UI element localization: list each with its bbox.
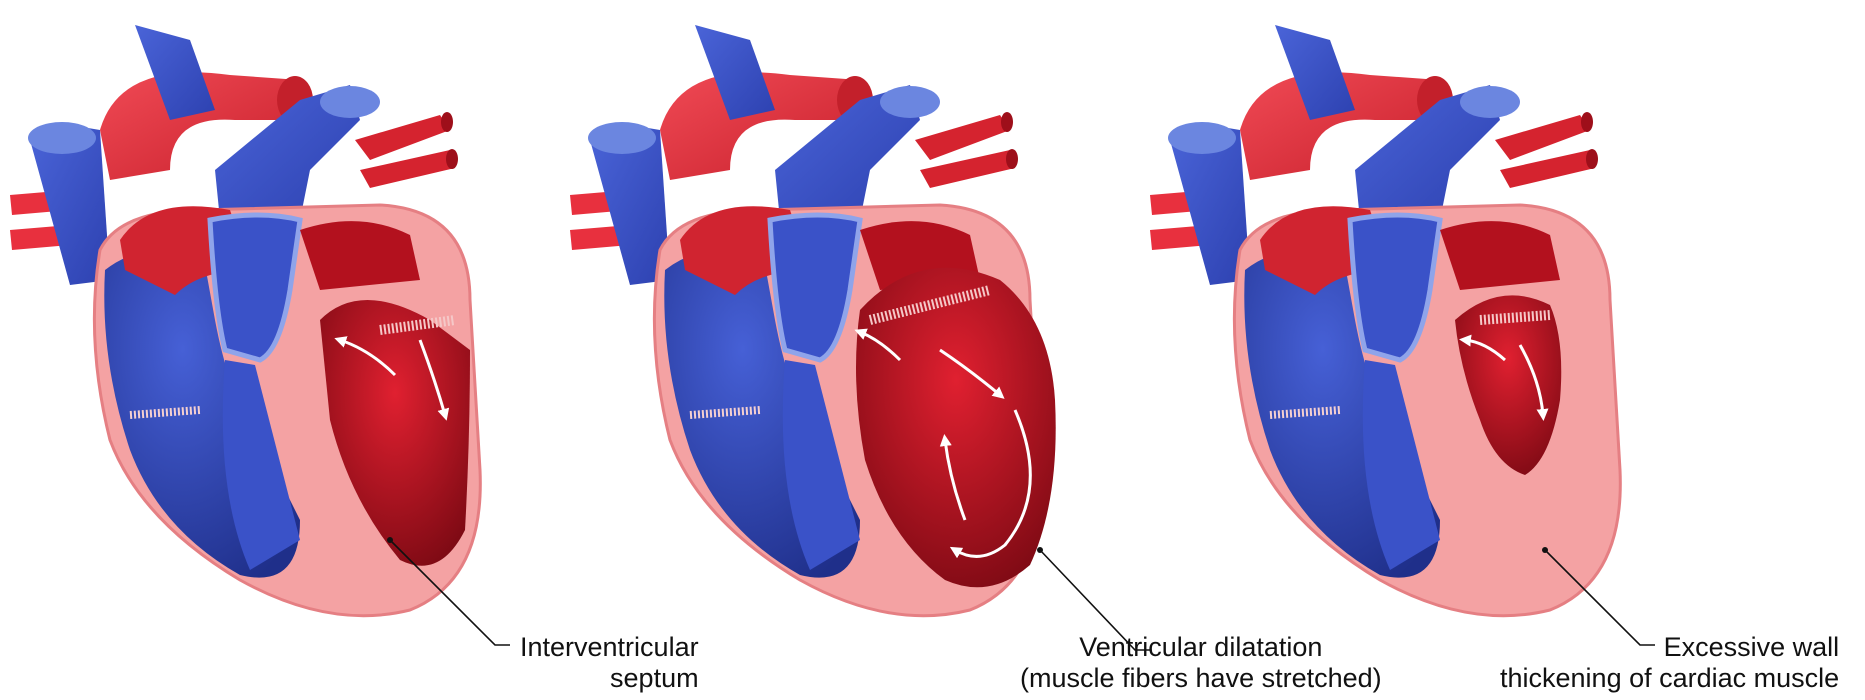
caption-wall-thickening: Excessive wall thickening of cardiac mus… bbox=[1500, 632, 1839, 694]
panel-normal-heart bbox=[10, 25, 510, 645]
caption-line: (muscle fibers have stretched) bbox=[1020, 663, 1382, 694]
panel-hypertrophic-heart bbox=[1150, 25, 1655, 645]
caption-line: Excessive wall bbox=[1500, 632, 1839, 663]
caption-line: septum bbox=[520, 663, 699, 694]
caption-line: thickening of cardiac muscle bbox=[1500, 663, 1839, 694]
panel-dilated-heart bbox=[570, 25, 1150, 650]
caption-line: Ventricular dilatation bbox=[1020, 632, 1382, 663]
caption-line: Interventricular bbox=[520, 632, 699, 663]
caption-ventricular-dilatation: Ventricular dilatation (muscle fibers ha… bbox=[1020, 632, 1382, 694]
caption-interventricular-septum: Interventricular septum bbox=[520, 632, 699, 694]
